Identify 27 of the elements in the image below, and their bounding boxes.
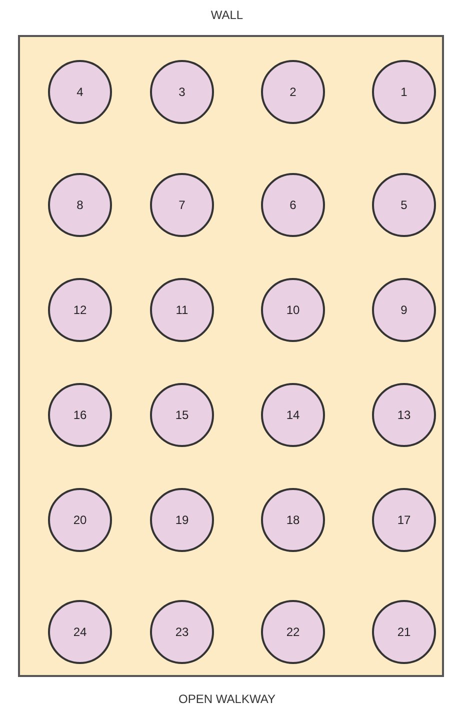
seat-circle: 12 bbox=[48, 278, 112, 342]
seat-circle: 3 bbox=[150, 60, 214, 124]
seat-circle: 20 bbox=[48, 488, 112, 552]
seat-circle: 13 bbox=[372, 383, 436, 447]
seat-circle: 18 bbox=[261, 488, 325, 552]
seat-circle: 11 bbox=[150, 278, 214, 342]
seat-circle: 2 bbox=[261, 60, 325, 124]
room-floor bbox=[18, 35, 444, 677]
seat-circle: 1 bbox=[372, 60, 436, 124]
seat-circle: 7 bbox=[150, 173, 214, 237]
seat-circle: 17 bbox=[372, 488, 436, 552]
seat-circle: 16 bbox=[48, 383, 112, 447]
room-side-label: OPEN WALKWAY bbox=[178, 692, 276, 706]
seat-circle: 15 bbox=[150, 383, 214, 447]
seat-circle: 8 bbox=[48, 173, 112, 237]
seat-circle: 10 bbox=[261, 278, 325, 342]
seat-circle: 4 bbox=[48, 60, 112, 124]
seat-circle: 5 bbox=[372, 173, 436, 237]
seat-circle: 21 bbox=[372, 600, 436, 664]
seat-circle: 6 bbox=[261, 173, 325, 237]
seat-circle: 14 bbox=[261, 383, 325, 447]
seat-circle: 22 bbox=[261, 600, 325, 664]
seat-circle: 9 bbox=[372, 278, 436, 342]
seat-circle: 23 bbox=[150, 600, 214, 664]
seat-circle: 24 bbox=[48, 600, 112, 664]
room-side-label: WALL bbox=[210, 8, 244, 22]
seat-circle: 19 bbox=[150, 488, 214, 552]
